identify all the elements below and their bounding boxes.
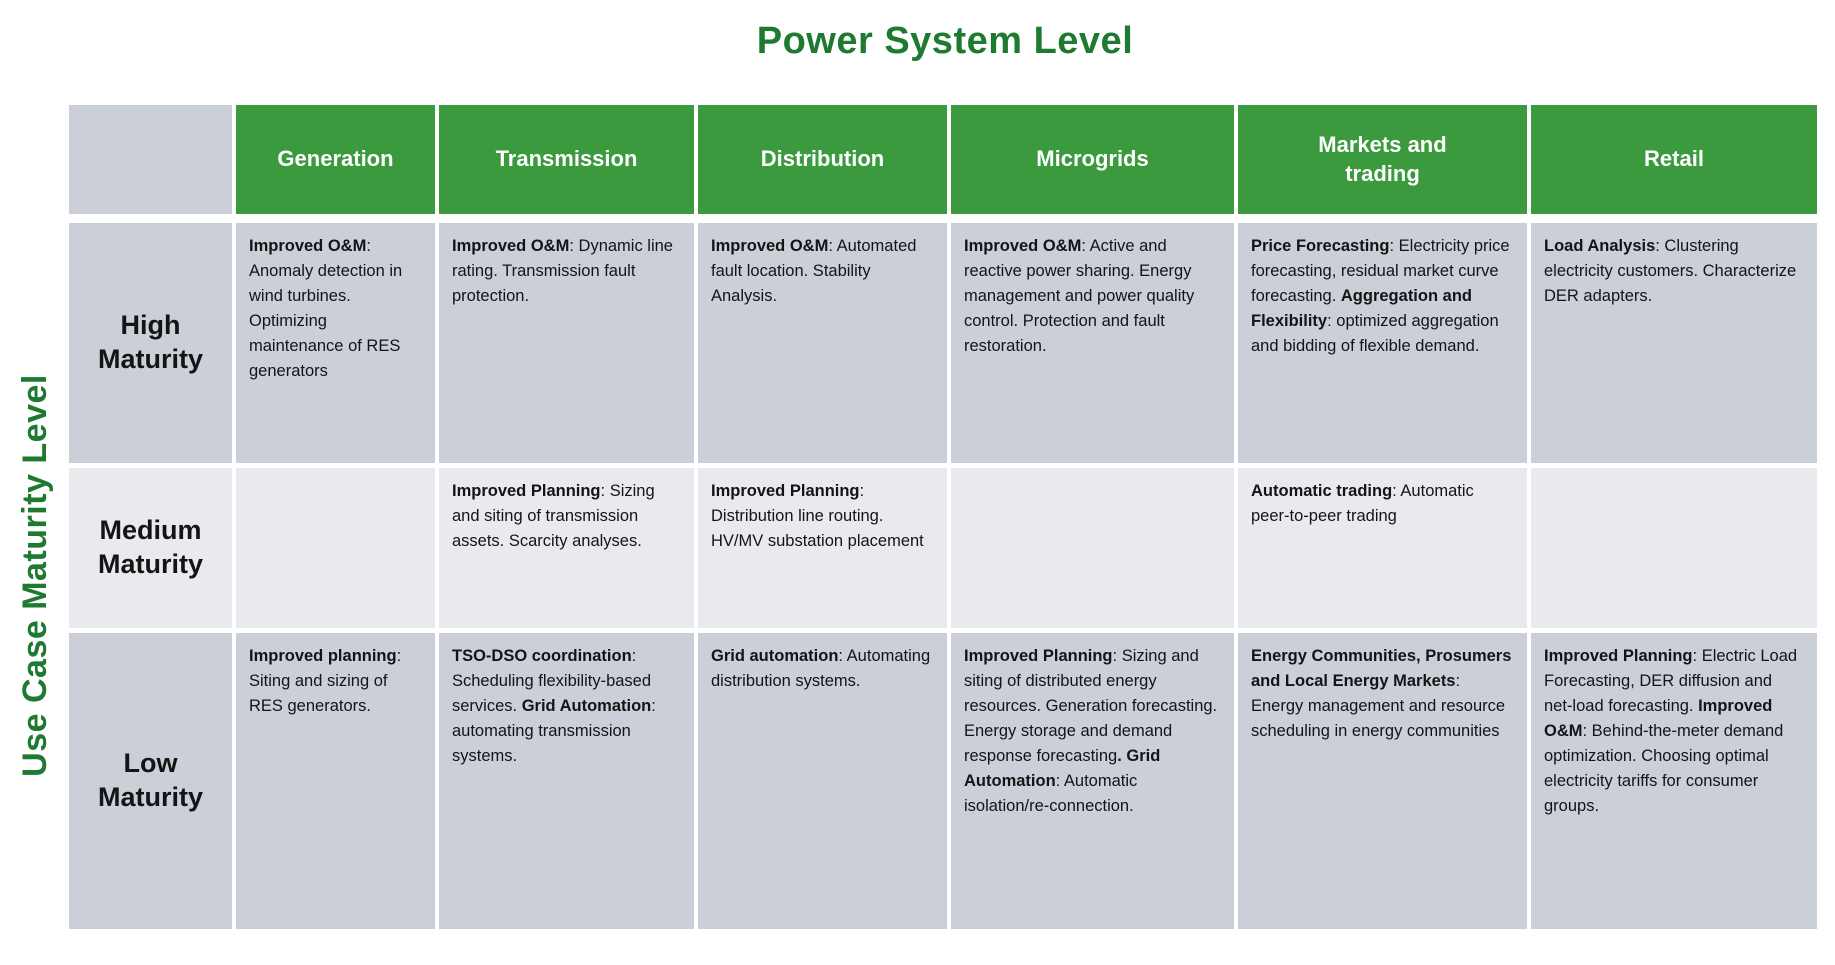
cell-high-maturity-generation: Improved O&M: Anomaly detection in wind … [236,223,435,463]
cell-medium-maturity-retail [1531,468,1817,628]
cell-low-maturity-distribution: Grid automation: Automating distribution… [698,633,947,929]
column-header-distribution: Distribution [698,105,947,214]
cell-medium-maturity-distribution: Improved Planning: Distribution line rou… [698,468,947,628]
cell-high-maturity-distribution: Improved O&M: Automated fault location. … [698,223,947,463]
cell-medium-maturity-transmission: Improved Planning: Sizing and siting of … [439,468,694,628]
cell-high-maturity-markets-and-trading: Price Forecasting: Electricity price for… [1238,223,1527,463]
column-header-microgrids: Microgrids [951,105,1234,214]
cell-low-maturity-generation: Improved planning: Siting and sizing of … [236,633,435,929]
column-header-markets-and-trading: Markets and trading [1238,105,1527,214]
cell-high-maturity-transmission: Improved O&M: Dynamic line rating. Trans… [439,223,694,463]
cell-medium-maturity-microgrids [951,468,1234,628]
cell-low-maturity-retail: Improved Planning: Electric Load Forecas… [1531,633,1817,929]
column-header-transmission: Transmission [439,105,694,214]
cell-low-maturity-markets-and-trading: Energy Communities, Prosumers and Local … [1238,633,1527,929]
cell-low-maturity-microgrids: Improved Planning: Sizing and siting of … [951,633,1234,929]
column-header-generation: Generation [236,105,435,214]
column-header-retail: Retail [1531,105,1817,214]
column-header-label: Microgrids [1036,146,1149,172]
page-title: Power System Level [756,20,1134,62]
y-axis-label-container: Use Case Maturity Level [2,218,68,932]
cell-low-maturity-transmission: TSO-DSO coordination: Scheduling flexibi… [439,633,694,929]
y-axis-label: Use Case Maturity Level [15,373,54,777]
maturity-matrix-table: Generation Transmission Distribution Microg… [69,105,1817,929]
column-header-label: Transmission [495,146,638,172]
cell-high-maturity-microgrids: Improved O&M: Active and reactive power … [951,223,1234,463]
column-header-label: Generation [277,146,394,172]
row-header-medium-maturity: Medium Maturity [69,468,232,628]
cell-medium-maturity-generation [236,468,435,628]
column-header-label: Markets and trading [1318,131,1447,186]
cell-high-maturity-retail: Load Analysis: Clustering electricity cu… [1531,223,1817,463]
row-header-low-maturity: Low Maturity [69,633,232,929]
row-header-high-maturity: High Maturity [69,223,232,463]
corner-cell [69,105,232,214]
column-header-label: Retail [1644,146,1704,172]
column-header-label: Distribution [760,146,885,172]
cell-medium-maturity-markets-and-trading: Automatic trading: Automatic peer-to-pee… [1238,468,1527,628]
